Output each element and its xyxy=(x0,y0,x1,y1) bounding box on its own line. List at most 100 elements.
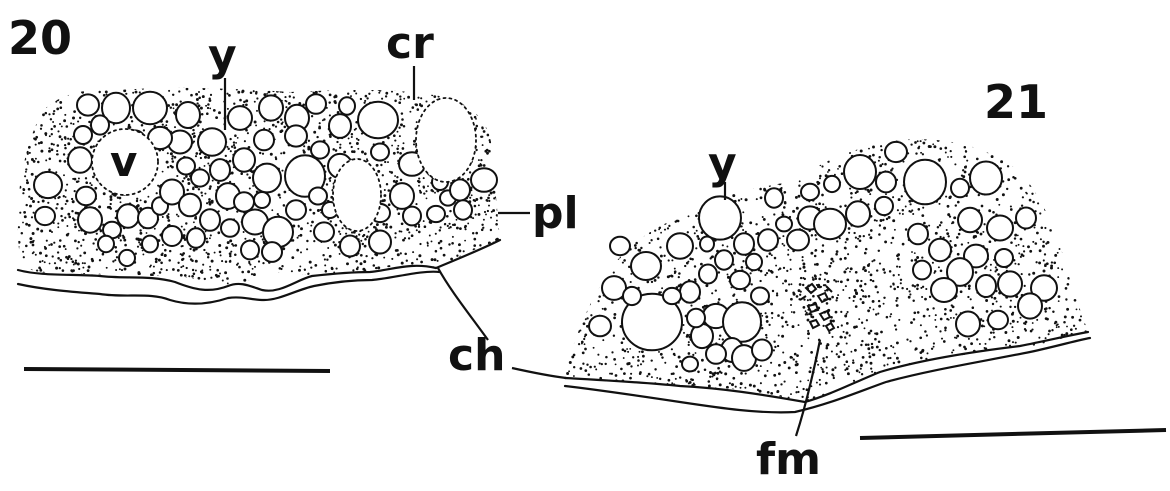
stipple-dot xyxy=(18,241,21,244)
stipple-dot xyxy=(894,353,896,355)
stipple-dot xyxy=(479,244,481,246)
stipple-dot xyxy=(737,402,740,405)
stipple-dot xyxy=(568,393,571,396)
stipple-dot xyxy=(913,311,916,314)
stipple-dot xyxy=(875,135,877,137)
stipple-dot xyxy=(1079,186,1082,189)
stipple-dot xyxy=(1085,136,1088,139)
stipple-dot xyxy=(1064,315,1067,318)
stipple-dot xyxy=(624,213,626,215)
stipple-dot xyxy=(299,265,301,267)
stipple-dot xyxy=(124,268,127,271)
stipple-dot xyxy=(1016,139,1018,141)
stipple-dot xyxy=(403,98,405,100)
stipple-dot xyxy=(815,138,817,140)
stipple-dot xyxy=(617,192,620,195)
stipple-dot xyxy=(656,172,658,174)
stipple-dot xyxy=(65,261,67,263)
stipple-dot xyxy=(239,287,242,290)
stipple-dot xyxy=(610,405,612,407)
stipple-dot xyxy=(939,330,941,332)
stipple-dot xyxy=(944,313,947,316)
stipple-dot xyxy=(29,237,32,240)
stipple-dot xyxy=(207,107,209,109)
stipple-dot xyxy=(427,280,429,282)
stipple-dot xyxy=(900,393,902,395)
yolk-granule xyxy=(403,207,421,226)
stipple-dot xyxy=(573,166,576,169)
stipple-dot xyxy=(75,260,77,262)
stipple-dot xyxy=(401,262,404,265)
stipple-dot xyxy=(25,245,28,248)
stipple-dot xyxy=(244,140,246,142)
stipple-dot xyxy=(816,263,819,266)
stipple-dot xyxy=(856,139,859,142)
stipple-dot xyxy=(1018,263,1020,265)
stipple-dot xyxy=(449,270,452,273)
stipple-dot xyxy=(664,222,667,225)
stipple-dot xyxy=(162,124,164,126)
stipple-dot xyxy=(385,95,387,97)
stipple-dot xyxy=(871,371,873,373)
stipple-dot xyxy=(946,318,948,320)
stipple-dot xyxy=(660,193,663,196)
stipple-dot xyxy=(667,213,670,216)
stipple-dot xyxy=(694,265,696,267)
stipple-dot xyxy=(400,252,402,254)
stipple-dot xyxy=(52,282,54,284)
stipple-dot xyxy=(322,119,324,121)
stipple-dot xyxy=(1058,167,1060,169)
stipple-dot xyxy=(120,239,122,241)
stipple-dot xyxy=(1053,261,1056,264)
stipple-dot xyxy=(394,236,396,238)
stipple-dot xyxy=(380,164,382,166)
stipple-dot xyxy=(483,164,486,167)
stipple-dot xyxy=(67,94,69,96)
stipple-dot xyxy=(830,258,833,261)
stipple-dot xyxy=(1026,371,1028,373)
stipple-dot xyxy=(423,296,426,299)
stipple-dot xyxy=(916,256,919,259)
stipple-dot xyxy=(760,137,762,139)
stipple-dot xyxy=(496,220,498,222)
stipple-dot xyxy=(217,182,220,185)
stipple-dot xyxy=(185,222,187,224)
stipple-dot xyxy=(276,90,279,93)
stipple-dot xyxy=(738,136,740,138)
stipple-dot xyxy=(31,85,34,88)
stipple-dot xyxy=(45,134,47,136)
stipple-dot xyxy=(742,260,744,262)
stipple-dot xyxy=(111,86,114,89)
stipple-dot xyxy=(357,139,359,141)
stipple-dot xyxy=(996,198,999,201)
stipple-dot xyxy=(175,103,178,106)
stipple-dot xyxy=(581,280,583,282)
stipple-dot xyxy=(879,263,881,265)
stipple-dot xyxy=(597,262,599,264)
stipple-dot xyxy=(364,245,367,248)
stipple-dot xyxy=(385,226,388,229)
stipple-dot xyxy=(970,298,972,300)
stipple-dot xyxy=(28,110,30,112)
stipple-dot xyxy=(802,256,804,258)
stipple-dot xyxy=(35,144,37,146)
stipple-dot xyxy=(898,385,900,387)
stipple-dot xyxy=(167,216,170,219)
stipple-dot xyxy=(864,327,866,329)
stipple-dot xyxy=(662,212,664,214)
stipple-dot xyxy=(59,287,61,289)
stipple-dot xyxy=(723,134,725,136)
stipple-dot xyxy=(781,316,784,319)
stipple-dot xyxy=(571,269,573,271)
stipple-dot xyxy=(750,134,753,137)
stipple-dot xyxy=(65,189,67,191)
stipple-dot xyxy=(431,240,433,242)
stipple-dot xyxy=(986,146,989,149)
stipple-dot xyxy=(782,212,784,214)
yolk-granule xyxy=(471,168,497,192)
stipple-dot xyxy=(566,339,568,341)
stipple-dot xyxy=(427,243,429,245)
stipple-dot xyxy=(573,335,576,338)
stipple-dot xyxy=(629,348,631,350)
stipple-dot xyxy=(350,296,353,299)
